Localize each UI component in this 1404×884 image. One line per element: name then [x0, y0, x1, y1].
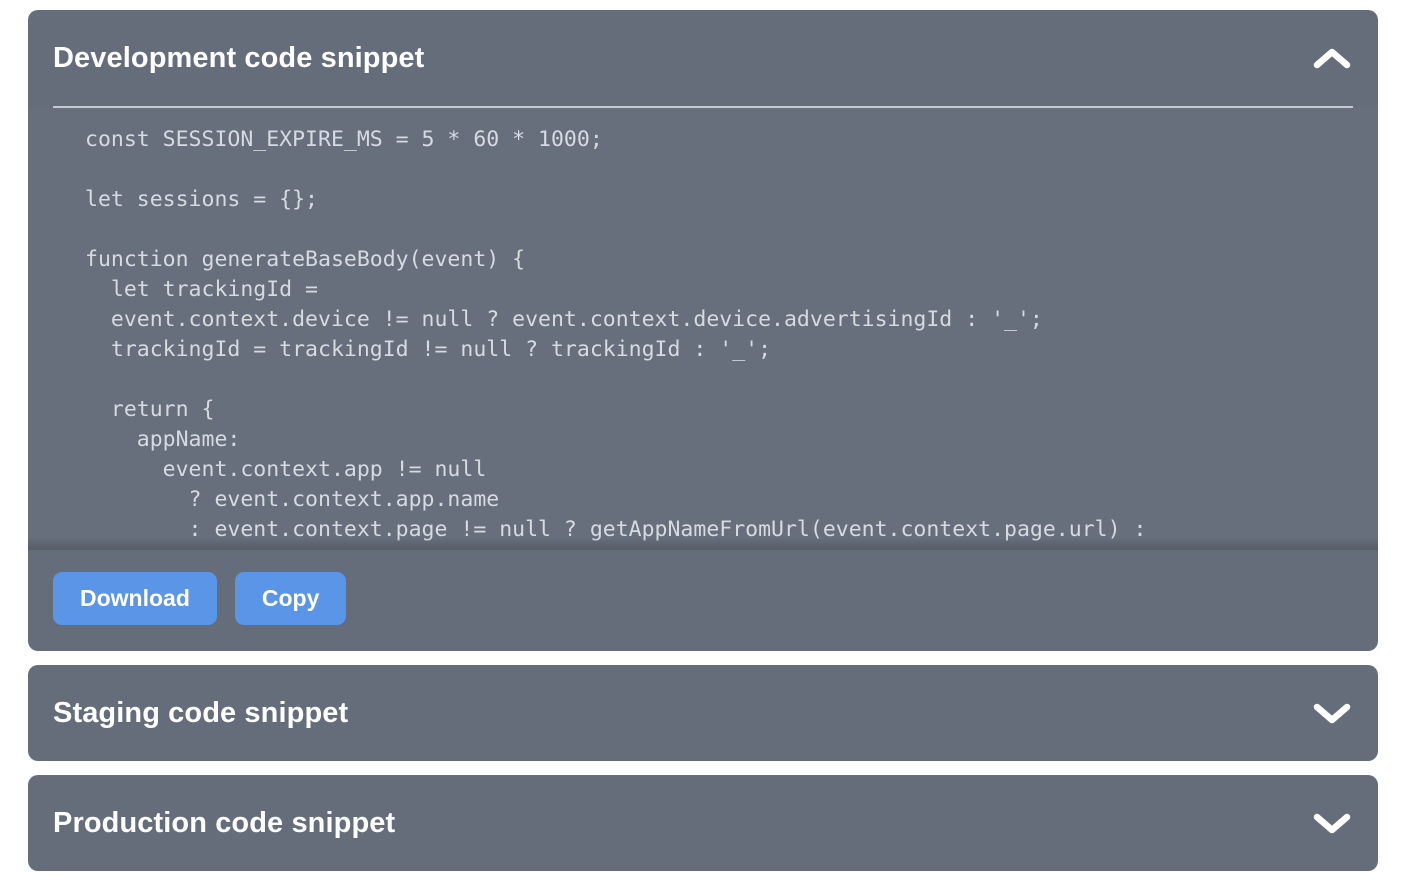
panel-header-production[interactable]: Production code snippet — [28, 775, 1378, 871]
panel-title-staging: Staging code snippet — [53, 696, 349, 729]
panel-header-development[interactable]: Development code snippet — [28, 10, 1378, 106]
code-viewport: const SESSION_EXPIRE_MS = 5 * 60 * 1000;… — [28, 108, 1378, 550]
panel-header-staging[interactable]: Staging code snippet — [28, 665, 1378, 761]
panel-title-development: Development code snippet — [53, 41, 425, 74]
copy-button[interactable]: Copy — [234, 572, 347, 625]
panel-development-code-snippet: Development code snippet const SESSION_E… — [28, 10, 1378, 651]
chevron-down-icon[interactable] — [1310, 691, 1354, 735]
chevron-down-icon[interactable] — [1310, 801, 1354, 845]
chevron-up-icon[interactable] — [1310, 36, 1354, 80]
panel-actions-development: Download Copy — [28, 550, 1378, 651]
panel-title-production: Production code snippet — [53, 806, 396, 839]
download-button[interactable]: Download — [53, 572, 217, 625]
panel-production-code-snippet: Production code snippet — [28, 775, 1378, 871]
panel-staging-code-snippet: Staging code snippet — [28, 665, 1378, 761]
panel-divider — [53, 106, 1353, 108]
code-scroll-region[interactable]: const SESSION_EXPIRE_MS = 5 * 60 * 1000;… — [28, 108, 1378, 550]
code-block-development: const SESSION_EXPIRE_MS = 5 * 60 * 1000;… — [85, 127, 1147, 542]
